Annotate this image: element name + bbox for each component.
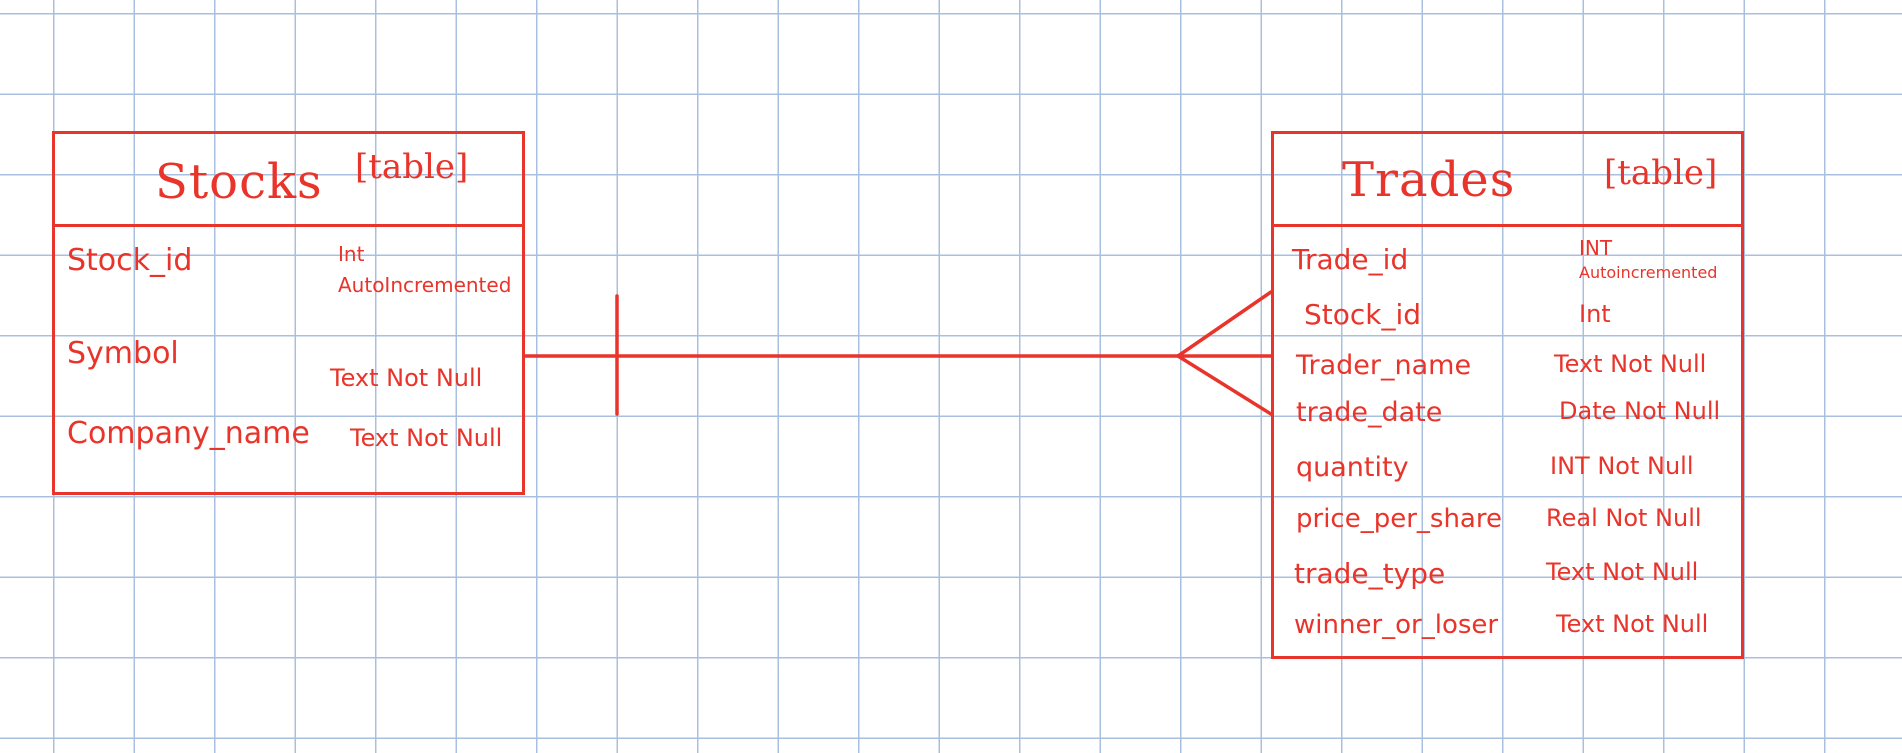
trades-field-type: Int (1579, 300, 1611, 328)
trades-table: Trades [table] Trade_id INT Autoincremen… (1271, 131, 1744, 659)
stocks-field-name: Stock_id (67, 243, 193, 278)
trades-field-type: Text Not Null (1554, 350, 1707, 378)
trades-field-type: Text Not Null (1546, 558, 1699, 586)
trades-field-name: trade_date (1296, 397, 1443, 428)
trades-field-name: Stock_id (1304, 298, 1422, 331)
trades-field-type: Real Not Null (1546, 504, 1702, 532)
trades-table-header: Trades [table] (1274, 134, 1741, 227)
trades-field-type: INT Not Null (1550, 452, 1694, 480)
trades-field-type: Autoincremented (1579, 263, 1718, 282)
crowfoot-upper (1176, 290, 1273, 358)
stocks-table-kind: [table] (355, 147, 469, 187)
stocks-table-title: Stocks (155, 154, 323, 210)
crowfoot-lower (1176, 354, 1273, 416)
stocks-table-header: Stocks [table] (55, 134, 522, 227)
stocks-field-type: Text Not Null (350, 424, 503, 452)
trades-field-name: price_per_share (1296, 504, 1502, 534)
stocks-field-type: AutoIncremented (338, 273, 512, 297)
stocks-table: Stocks [table] Stock_id Int AutoIncremen… (52, 131, 525, 495)
trades-field-name: quantity (1296, 452, 1409, 483)
trades-table-title: Trades (1342, 152, 1516, 208)
stocks-field-type: Text Not Null (330, 364, 483, 392)
trades-field-name: Trader_name (1296, 350, 1472, 381)
trades-field-type: Text Not Null (1556, 610, 1709, 638)
trades-field-name: trade_type (1294, 557, 1446, 590)
trades-field-name: winner_or_loser (1294, 610, 1499, 640)
stocks-field-type: Int (338, 242, 365, 266)
trades-field-type: INT (1579, 236, 1613, 260)
stocks-field-name: Symbol (67, 336, 179, 371)
trades-table-kind: [table] (1604, 153, 1718, 193)
trades-field-type: Date Not Null (1559, 397, 1721, 425)
trades-field-name: Trade_id (1292, 243, 1409, 276)
stocks-field-name: Company_name (67, 416, 310, 451)
